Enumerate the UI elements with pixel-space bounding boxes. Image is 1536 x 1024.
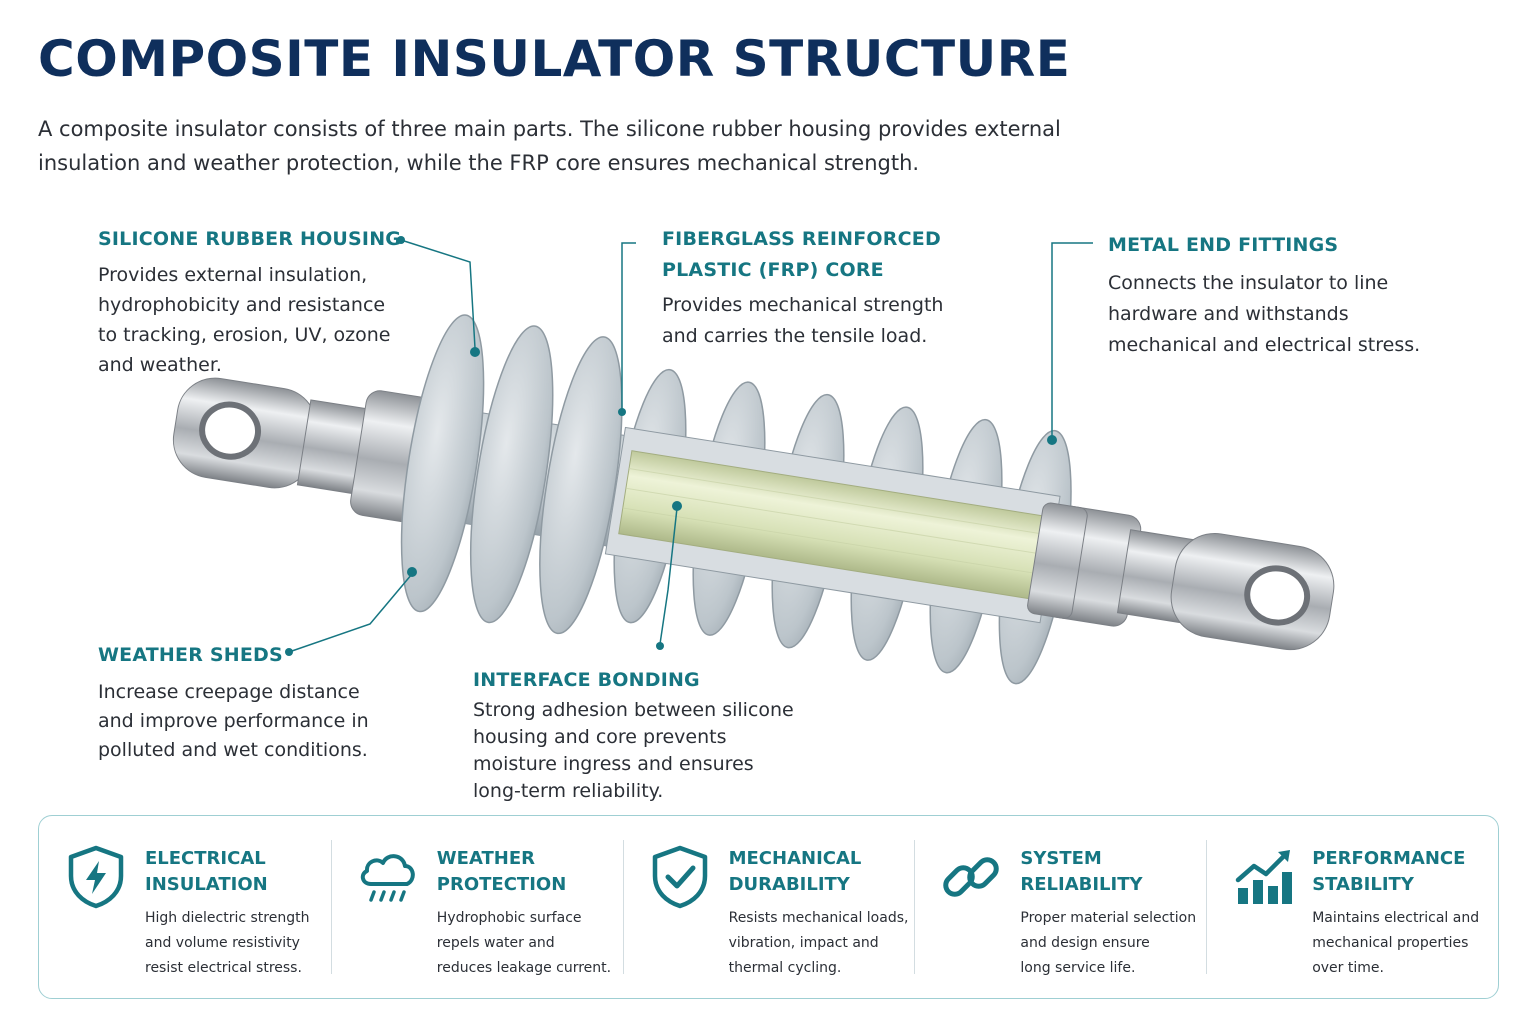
- callout-sheds-title: WEATHER SHEDS: [98, 644, 283, 666]
- feature-description: High dielectric strength and volume resi…: [145, 910, 310, 976]
- callout-interface-title: INTERFACE BONDING: [473, 669, 700, 691]
- callout-frp-body: Provides mechanical strength and carries…: [662, 294, 944, 347]
- callout-frp-title: FIBERGLASS REINFORCED PLASTIC (FRP) CORE: [662, 228, 941, 281]
- leader-lines: [288, 239, 1093, 653]
- feature-description: Resists mechanical loads, vibration, imp…: [728, 910, 909, 976]
- feature-weather-protection: WEATHER PROTECTION Hydrophobic surface r…: [330, 816, 623, 998]
- feature-description: Proper material selection and design ens…: [1020, 910, 1197, 976]
- shield-lightning-icon: [68, 845, 124, 909]
- page-title: COMPOSITE INSULATOR STRUCTURE: [38, 30, 1071, 88]
- callout-silicone-body: Provides external insulation, hydrophobi…: [98, 264, 391, 376]
- shield-check-icon: [652, 845, 707, 909]
- feature-title: PERFORMANCE STABILITY: [1312, 848, 1466, 895]
- feature-title: ELECTRICAL INSULATION: [145, 848, 268, 895]
- leader-dots: [285, 236, 1057, 656]
- feature-performance-stability: PERFORMANCE STABILITY Maintains electric…: [1206, 816, 1498, 998]
- feature-title: MECHANICAL DURABILITY: [728, 848, 862, 895]
- callout-interface-body: Strong adhesion between silicone housing…: [473, 699, 794, 802]
- left-end-fitting: [172, 377, 436, 523]
- callout-metal-body: Connects the insulator to line hardware …: [1108, 272, 1421, 356]
- feature-panel: ELECTRICAL INSULATION High dielectric st…: [38, 815, 1499, 999]
- callout-sheds-body: Increase creepage distance and improve p…: [98, 681, 369, 761]
- callout-silicone-title: SILICONE RUBBER HOUSING: [98, 228, 402, 250]
- feature-description: Maintains electrical and mechanical prop…: [1312, 910, 1480, 976]
- growth-chart-icon: [1235, 850, 1293, 904]
- callout-metal-title: METAL END FITTINGS: [1108, 234, 1339, 256]
- feature-title: SYSTEM RELIABILITY: [1020, 848, 1143, 895]
- rain-cloud-icon: [360, 854, 415, 902]
- feature-electrical-insulation: ELECTRICAL INSULATION High dielectric st…: [39, 816, 331, 998]
- chain-link-icon: [943, 857, 1000, 897]
- feature-title: WEATHER PROTECTION: [436, 848, 567, 895]
- feature-mechanical-durability: MECHANICAL DURABILITY Resists mechanical…: [622, 816, 915, 998]
- feature-system-reliability: SYSTEM RELIABILITY Proper material selec…: [914, 816, 1206, 998]
- feature-description: Hydrophobic surface repels water and red…: [436, 910, 612, 976]
- intro-text: A composite insulator consists of three …: [38, 117, 1061, 175]
